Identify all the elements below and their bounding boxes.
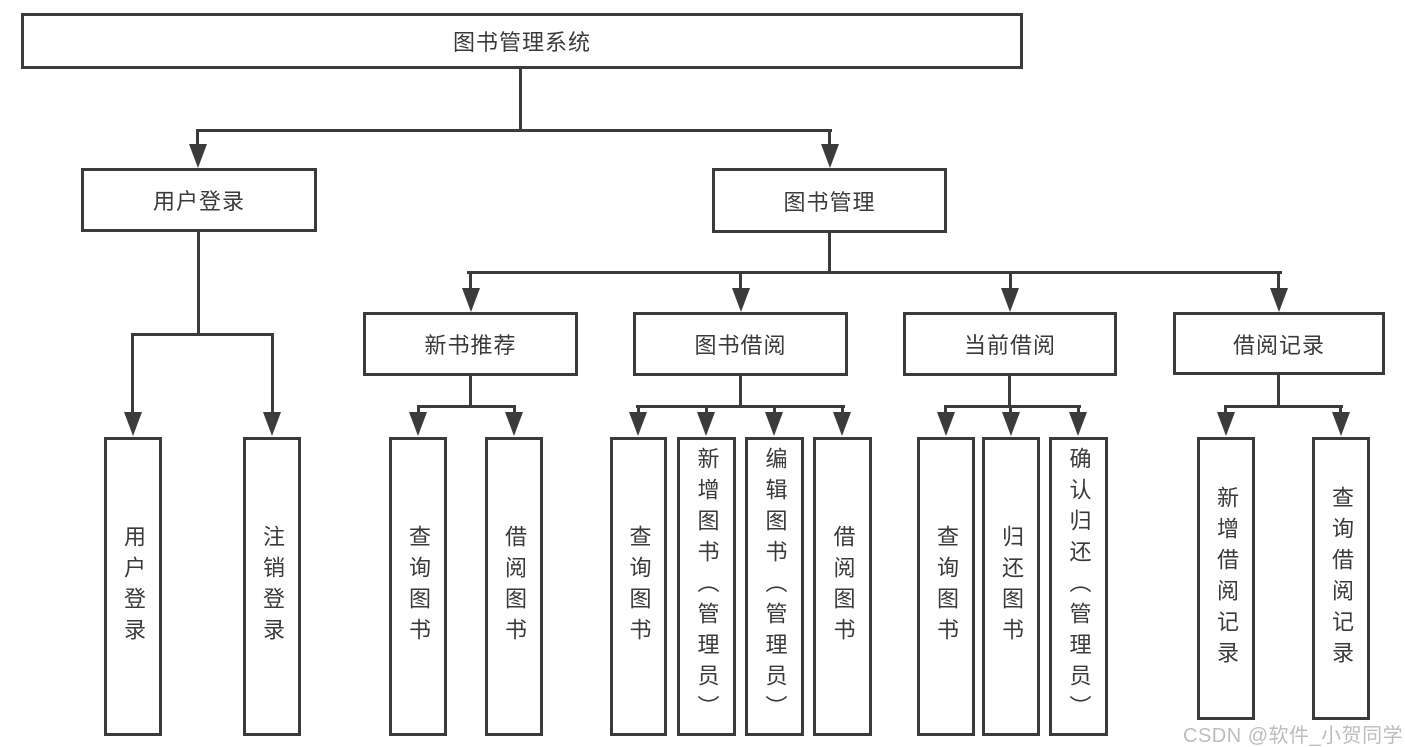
- connector-stub: [637, 405, 640, 415]
- node-label: 当前借阅: [963, 333, 1056, 358]
- connector-records-split: [1224, 405, 1343, 408]
- leaf-records-add-record: 新增借阅记录: [1197, 437, 1255, 720]
- connector-stub: [513, 405, 516, 415]
- node-borrow-records: 借阅记录: [1173, 312, 1385, 375]
- arrowhead-down-icon: [1002, 412, 1020, 436]
- leaf-label: 查询图书: [406, 524, 431, 649]
- node-book-management: 图书管理: [712, 168, 947, 233]
- connector-stub: [739, 271, 742, 291]
- connector-stub: [1009, 405, 1012, 415]
- arrowhead-down-icon: [833, 412, 851, 436]
- leaf-label: 查询借阅记录: [1329, 485, 1354, 672]
- connector-stub: [271, 333, 274, 414]
- connector-stub: [705, 405, 708, 415]
- connector-stub: [131, 333, 134, 414]
- leaf-borrow-query-books: 查询图书: [610, 437, 667, 736]
- connector-mgmt-trunk: [828, 231, 831, 273]
- leaf-label: 注销登录: [260, 524, 285, 649]
- leaf-label: 借阅图书: [830, 524, 856, 649]
- leaf-borrow-edit-books-admin: 编辑图书（管理员）: [745, 437, 804, 736]
- leaf-recommend-query-books: 查询图书: [389, 437, 447, 736]
- arrowhead-down-icon: [505, 412, 523, 436]
- node-book-borrow: 图书借阅: [633, 312, 848, 376]
- arrowhead-down-icon: [462, 288, 480, 312]
- arrowhead-down-icon: [263, 412, 281, 436]
- leaf-label: 确认归还（管理员）: [1066, 447, 1092, 726]
- connector-current-split: [944, 405, 1081, 408]
- arrowhead-down-icon: [1332, 412, 1350, 436]
- arrowhead-down-icon: [697, 412, 715, 436]
- connector-recommend-split: [417, 405, 516, 408]
- arrowhead-down-icon: [189, 144, 207, 168]
- node-label: 借阅记录: [1232, 332, 1325, 358]
- node-label: 图书管理系统: [452, 30, 591, 55]
- arrowhead-down-icon: [937, 412, 955, 436]
- arrowhead-down-icon: [732, 288, 750, 312]
- arrowhead-down-icon: [821, 144, 839, 168]
- arrowhead-down-icon: [1001, 288, 1019, 312]
- connector-stub: [469, 271, 472, 291]
- connector-stub: [841, 405, 844, 415]
- node-user-login: 用户登录: [81, 168, 317, 232]
- connector-stub: [1224, 405, 1227, 415]
- leaf-label: 编辑图书（管理员）: [762, 447, 788, 726]
- leaf-recommend-borrow-books: 借阅图书: [485, 437, 543, 736]
- arrowhead-down-icon: [409, 412, 427, 436]
- csdn-watermark: CSDN @软件_小贺同学: [1183, 725, 1404, 747]
- node-new-book-recommend: 新书推荐: [363, 312, 578, 376]
- connector-stub: [196, 129, 199, 147]
- connector-borrow-split: [636, 405, 845, 408]
- connector-borrow-trunk: [739, 375, 742, 407]
- node-root: 图书管理系统: [21, 13, 1023, 69]
- node-label: 图书管理: [783, 189, 876, 215]
- leaf-label: 借阅图书: [502, 524, 527, 649]
- connector-stub: [417, 405, 420, 415]
- connector-stub: [944, 405, 947, 415]
- arrowhead-down-icon: [1217, 412, 1235, 436]
- connector-current-trunk: [1008, 375, 1011, 407]
- leaf-current-return-books: 归还图书: [982, 437, 1040, 736]
- leaf-label: 用户登录: [121, 524, 146, 649]
- connector-records-trunk: [1277, 374, 1280, 407]
- leaf-current-confirm-return-admin: 确认归还（管理员）: [1049, 437, 1108, 736]
- connector-stub: [1339, 405, 1342, 415]
- connector-user-trunk: [197, 231, 200, 335]
- leaf-records-query-record: 查询借阅记录: [1312, 437, 1370, 720]
- leaf-label: 归还图书: [999, 524, 1024, 649]
- node-label: 新书推荐: [424, 333, 517, 358]
- leaf-label: 查询图书: [934, 524, 959, 649]
- leaf-label: 新增借阅记录: [1214, 485, 1239, 672]
- connector-root-split: [196, 129, 832, 132]
- arrowhead-down-icon: [1069, 412, 1087, 436]
- leaf-borrow-add-books-admin: 新增图书（管理员）: [677, 437, 736, 736]
- connector-stub: [773, 405, 776, 415]
- arrowhead-down-icon: [124, 412, 142, 436]
- leaf-logout: 注销登录: [243, 437, 301, 736]
- connector-user-split: [131, 333, 274, 336]
- leaf-borrow-borrow-books: 借阅图书: [813, 437, 872, 736]
- connector-stub: [1009, 271, 1012, 291]
- connector-stub: [1077, 405, 1080, 415]
- node-label: 图书借阅: [694, 333, 787, 358]
- leaf-current-query-books: 查询图书: [917, 437, 975, 736]
- arrowhead-down-icon: [629, 412, 647, 436]
- connector-root-trunk: [519, 69, 522, 131]
- connector-stub: [828, 129, 831, 147]
- connector-stub: [1277, 271, 1280, 291]
- node-label: 用户登录: [152, 189, 245, 214]
- leaf-user-login: 用户登录: [104, 437, 162, 736]
- connector-recommend-trunk: [469, 375, 472, 407]
- arrowhead-down-icon: [765, 412, 783, 436]
- arrowhead-down-icon: [1270, 288, 1288, 312]
- node-current-borrow: 当前借阅: [903, 312, 1117, 376]
- connector-mgmt-split: [467, 271, 1282, 274]
- leaf-label: 新增图书（管理员）: [694, 447, 720, 726]
- leaf-label: 查询图书: [626, 524, 652, 649]
